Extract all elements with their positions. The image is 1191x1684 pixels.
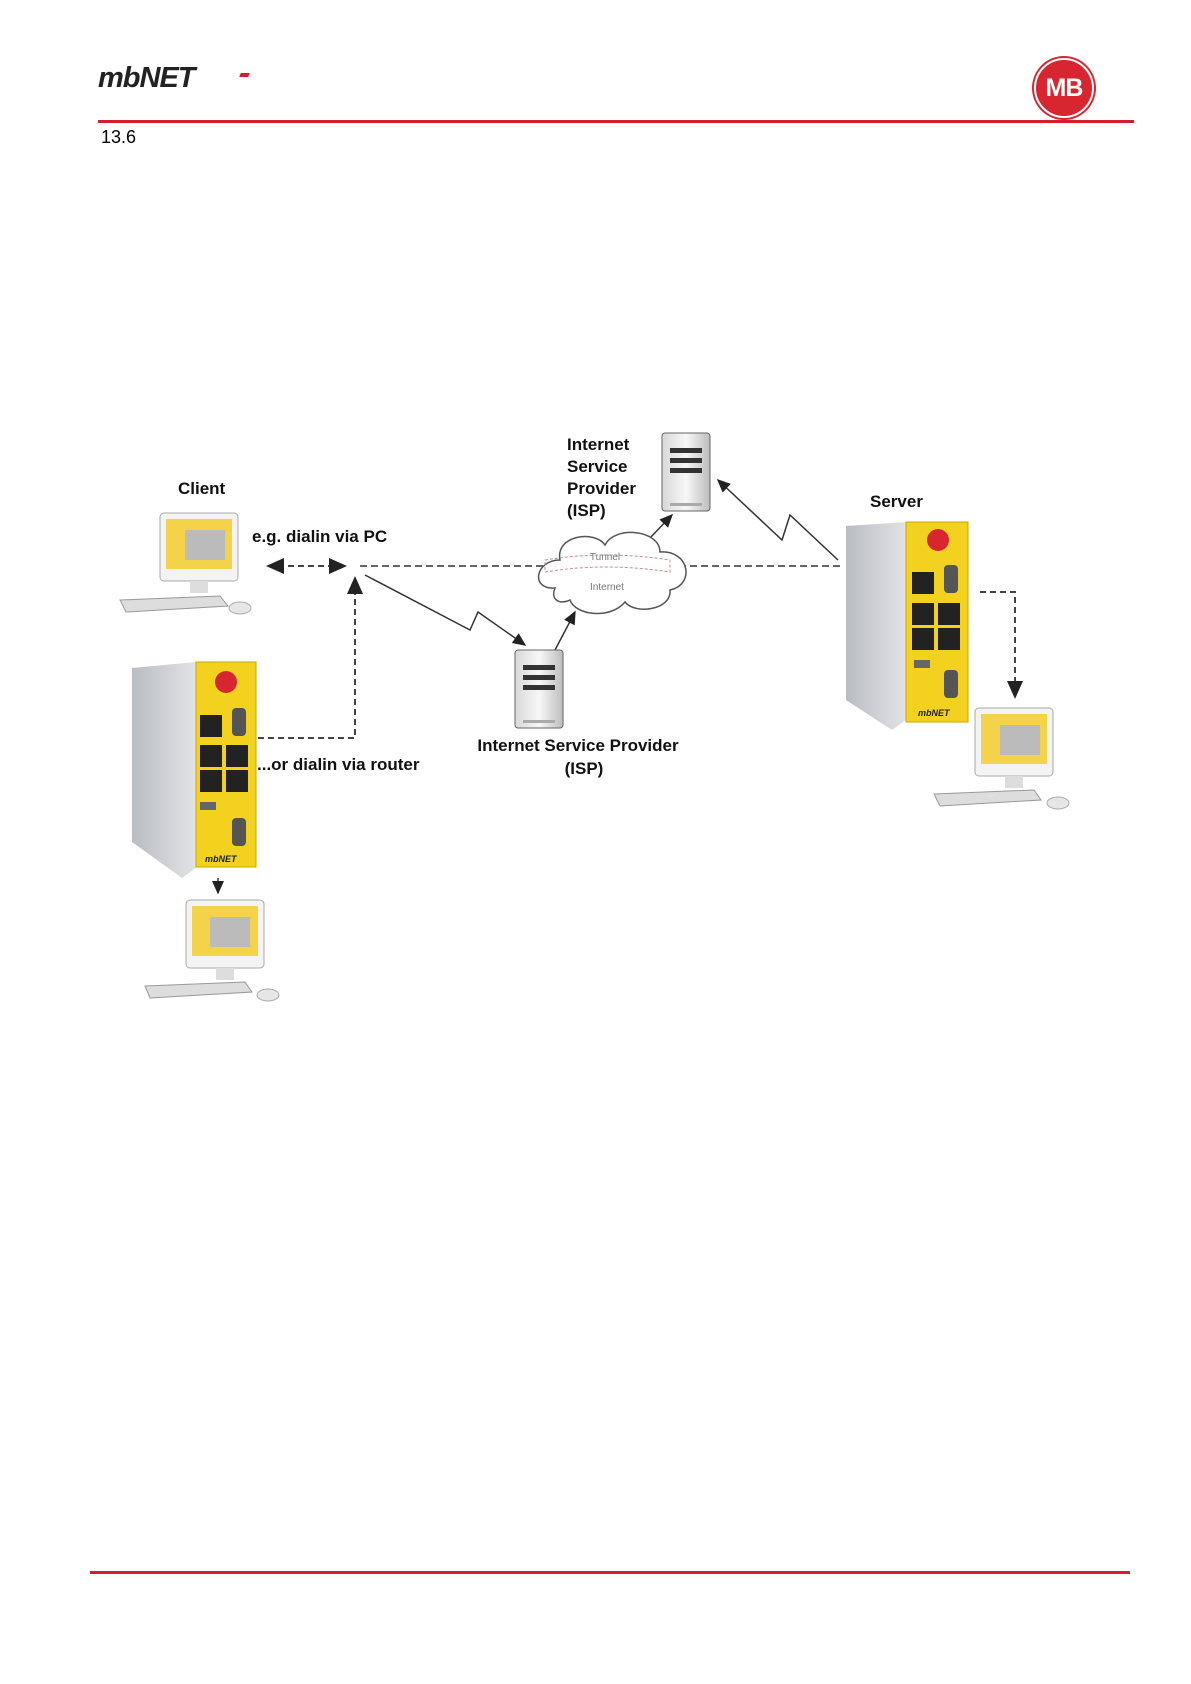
isp-top-line-3: Provider [567,479,636,498]
client-label: Client [178,479,226,498]
server-pc-icon [934,708,1069,809]
tunnel-label: Tunnel [590,552,620,563]
isp-server-bottom-icon [515,650,563,728]
client-pc-icon [120,513,251,614]
client-router-icon: mbNET [132,662,256,878]
isp-bottom-line-1: Internet Service Provider [477,736,679,755]
server-label: Server [870,492,923,511]
dialin-router-label: ...or dialin via router [257,755,420,774]
isp-bottom-line-2: (ISP) [565,759,604,778]
footer-rule [90,1571,1130,1574]
client-router-pc-icon [145,900,279,1001]
dialin-pc-label: e.g. dialin via PC [252,527,387,546]
server-router-brand: mbNET [918,708,951,718]
client-router-brand: mbNET [205,854,238,864]
isp-top-line-4: (ISP) [567,501,606,520]
isp-top-line-1: Internet [567,435,630,454]
isp-server-top-icon [662,433,710,511]
isp-top-line-2: Service [567,457,628,476]
internet-label: Internet [590,582,624,593]
internet-cloud: Tunnel Internet [539,532,686,613]
server-router-icon: mbNET [846,522,968,730]
